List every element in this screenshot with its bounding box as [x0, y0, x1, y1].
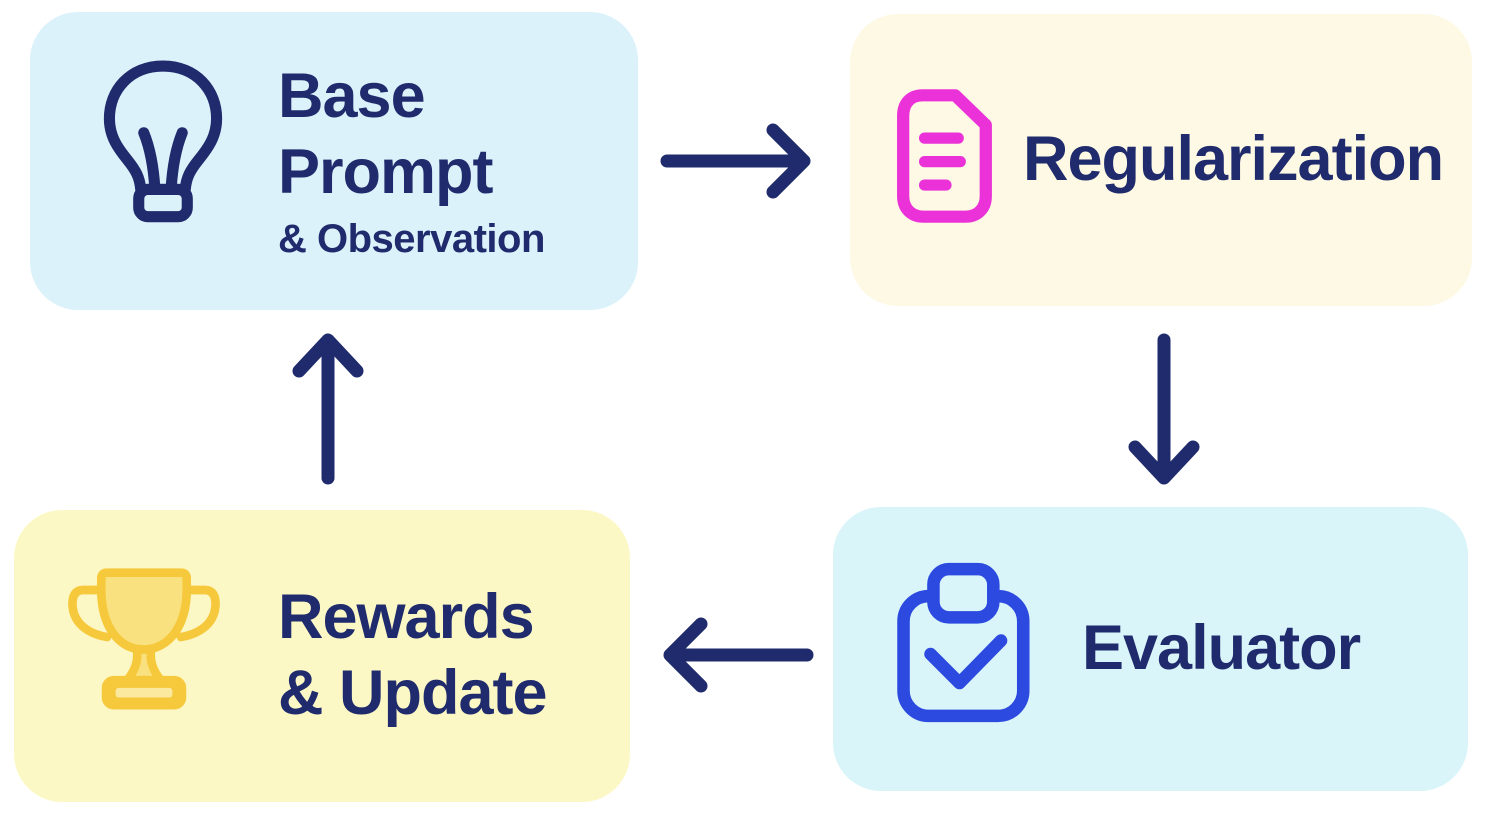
document-icon	[897, 89, 992, 223]
node-base-prompt: Base Prompt & Observation	[30, 12, 638, 310]
arrow-regularization-to-evaluator	[1128, 333, 1200, 485]
node-evaluator: Evaluator	[833, 507, 1468, 791]
arrow-evaluator-to-rewards	[663, 617, 814, 693]
trophy-icon	[68, 568, 220, 710]
node-evaluator-labels: Evaluator	[1082, 611, 1361, 687]
node-regularization-title: Regularization	[1023, 124, 1444, 195]
node-base-prompt-title-line1: Base	[278, 60, 426, 131]
node-evaluator-title: Evaluator	[1082, 613, 1361, 684]
node-rewards-update-labels: Rewards & Update	[278, 580, 548, 731]
node-rewards-title-line2: & Update	[278, 658, 548, 728]
node-regularization-labels: Regularization	[1023, 122, 1444, 198]
node-base-prompt-labels: Base Prompt & Observation	[278, 59, 545, 263]
clipboard-check-icon	[897, 562, 1030, 723]
arrow-rewards-to-base	[292, 333, 364, 485]
arrow-base-to-regularization	[660, 123, 811, 199]
lightbulb-icon	[103, 60, 223, 223]
node-base-prompt-title-line2: Prompt	[278, 136, 493, 207]
node-rewards-title-line1: Rewards	[278, 582, 535, 653]
node-base-prompt-subtitle: & Observation	[278, 217, 545, 262]
node-rewards-update: Rewards & Update	[14, 510, 630, 802]
node-regularization: Regularization	[850, 14, 1472, 306]
